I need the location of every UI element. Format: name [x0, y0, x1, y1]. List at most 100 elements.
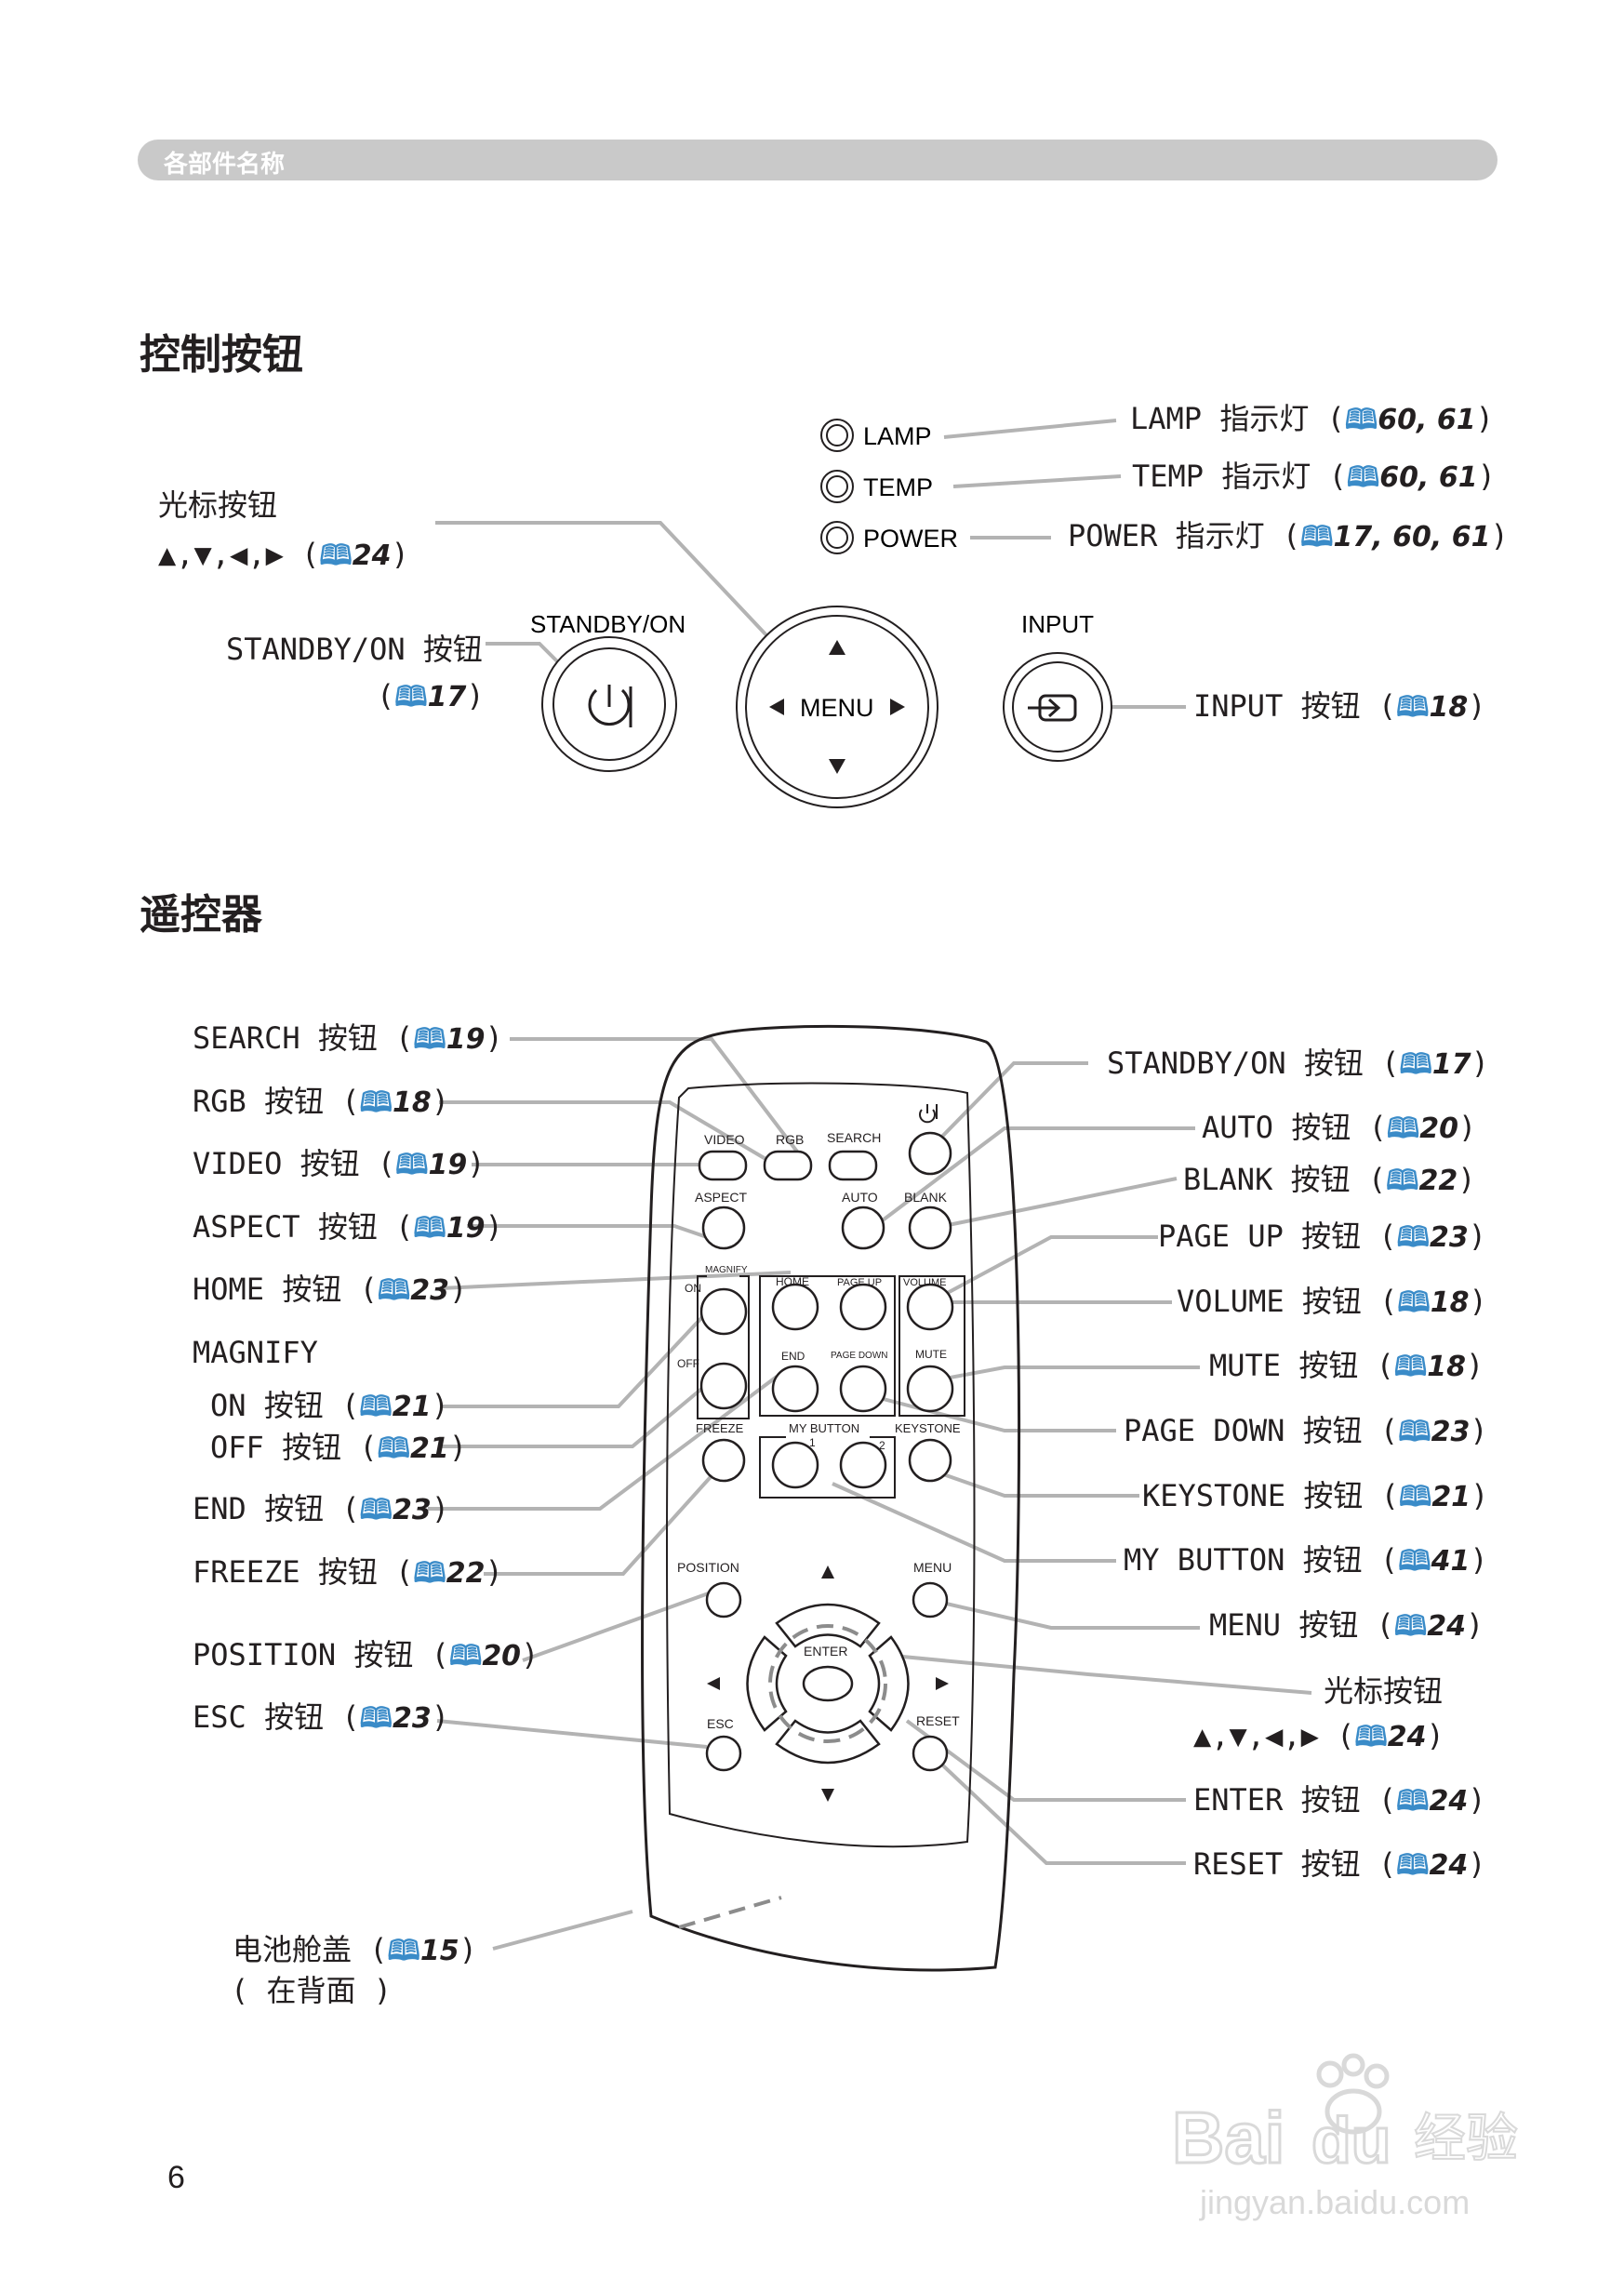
keystone-btn-label: KEYSTONE: [895, 1421, 961, 1435]
page-number: 6: [167, 2160, 185, 2195]
panel-standby-button: [541, 636, 677, 772]
position-callout: POSITION 按钮 (🕮20): [193, 1637, 539, 1672]
search-btn-label: SEARCH: [827, 1130, 881, 1145]
book-icon: 🕮: [1396, 1849, 1430, 1882]
on-label: ON: [685, 1282, 701, 1295]
my-button-label: MY BUTTON: [789, 1421, 859, 1435]
book-icon: 🕮: [413, 1023, 446, 1056]
end-btn-label: END: [781, 1350, 805, 1363]
remote-power-glyph: [919, 1104, 938, 1124]
battery-cover-mark: [678, 1896, 782, 1929]
book-icon: 🕮: [319, 540, 353, 572]
enter-callout: ENTER 按钮 (🕮24): [1193, 1782, 1486, 1818]
remote-dpad-arrows: [707, 1565, 949, 1802]
standby-callout-title: STANDBY/ON 按钮: [226, 632, 483, 667]
magnify-on-callout: ON 按钮 (🕮21): [210, 1388, 449, 1423]
remote-standby-callout: STANDBY/ON 按钮 (🕮17): [1107, 1046, 1489, 1081]
rgb-btn-label: RGB: [776, 1132, 804, 1147]
my-button-callout: MY BUTTON 按钮 (🕮41): [1124, 1542, 1488, 1578]
remote-group-frames: [697, 1275, 965, 1499]
temp-callout: TEMP 指示灯 (🕮60, 61): [1132, 459, 1496, 494]
book-icon: 🕮: [377, 1432, 410, 1465]
book-icon: 🕮: [1397, 1286, 1431, 1319]
aspect-callout: ASPECT 按钮 (🕮19): [193, 1209, 503, 1245]
end-callout: END 按钮 (🕮23): [193, 1491, 449, 1526]
reset-btn-label: RESET: [916, 1713, 960, 1728]
auto-btn-label: AUTO: [842, 1190, 878, 1205]
battery-cover-callout: 电池舱盖 (🕮15): [233, 1932, 477, 1967]
book-icon: 🕮: [359, 1086, 393, 1119]
remote-heading: 遥控器: [140, 891, 262, 939]
aspect-btn-label: ASPECT: [695, 1190, 747, 1205]
remote-cursor-title: 光标按钮: [1324, 1673, 1444, 1709]
remote-body: [641, 1024, 1021, 1972]
standby-callout: (🕮17): [377, 678, 485, 713]
reset-callout: RESET 按钮 (🕮24): [1193, 1846, 1486, 1882]
book-icon: 🕮: [1386, 1165, 1419, 1197]
remote-dpad: [746, 1603, 910, 1765]
lamp-callout: LAMP 指示灯 (🕮60, 61): [1130, 401, 1494, 436]
blank-btn-label: BLANK: [904, 1190, 948, 1205]
my-button-2-label: 2: [879, 1439, 885, 1452]
menu-panel-label: MENU: [800, 694, 874, 722]
lamp-indicator-label: LAMP: [863, 422, 932, 450]
book-icon: 🕮: [377, 1274, 411, 1307]
book-icon: 🕮: [1354, 1721, 1388, 1753]
svg-text:du: du: [1311, 2104, 1391, 2177]
input-callout: INPUT 按钮 (🕮18): [1193, 688, 1486, 724]
volume-btn-label: VOLUME: [903, 1277, 946, 1288]
panel-indicators: [820, 419, 854, 554]
blank-callout: BLANK 按钮 (🕮22): [1183, 1162, 1476, 1197]
book-icon: 🕮: [387, 1935, 420, 1967]
power-indicator-label: POWER: [863, 525, 958, 553]
cursor-callout: ▲,▼,◀,▶ (🕮24): [158, 537, 409, 572]
mute-btn-label: MUTE: [915, 1348, 947, 1361]
book-icon: 🕮: [359, 1494, 393, 1526]
book-icon: 🕮: [413, 1557, 446, 1590]
baidu-watermark-logo: Bai du 经验 jingyan.baidu.com: [1171, 2053, 1519, 2221]
book-icon: 🕮: [1396, 1221, 1431, 1254]
mute-callout: MUTE 按钮 (🕮18): [1209, 1348, 1484, 1383]
freeze-btn-label: FREEZE: [696, 1421, 744, 1435]
book-icon: 🕮: [395, 1149, 429, 1181]
book-icon: 🕮: [359, 1391, 393, 1423]
page-up-callout: PAGE UP 按钮 (🕮23): [1158, 1219, 1487, 1254]
svg-text:Bai: Bai: [1172, 2097, 1285, 2178]
header-title: 各部件名称: [164, 151, 286, 179]
cursor-callout-title: 光标按钮: [158, 487, 278, 523]
enter-btn-label: ENTER: [804, 1644, 847, 1659]
volume-callout: VOLUME 按钮 (🕮18): [1177, 1284, 1487, 1319]
magnify-label: MAGNIFY: [705, 1265, 748, 1275]
panel-menu-arrows: [769, 640, 905, 774]
book-icon: 🕮: [1398, 1416, 1431, 1448]
panel-menu-button: [736, 606, 938, 808]
standby-panel-label: STANDBY/ON: [530, 610, 686, 638]
book-icon: 🕮: [1344, 404, 1378, 436]
book-icon: 🕮: [1393, 1351, 1428, 1383]
book-icon: 🕮: [359, 1702, 393, 1735]
keystone-callout: KEYSTONE 按钮 (🕮21): [1142, 1478, 1489, 1513]
book-icon: 🕮: [1399, 1048, 1432, 1081]
home-callout: HOME 按钮 (🕮23): [193, 1272, 468, 1307]
page-up-btn-label: PAGE UP: [837, 1277, 882, 1288]
auto-callout: AUTO 按钮 (🕮20): [1202, 1110, 1477, 1145]
magnify-callout: MAGNIFY: [193, 1335, 318, 1370]
book-icon: 🕮: [1398, 1545, 1431, 1578]
input-panel-label: INPUT: [1021, 610, 1094, 638]
page-down-callout: PAGE DOWN 按钮 (🕮23): [1124, 1413, 1488, 1448]
panel-input-button: [1003, 652, 1112, 762]
leader-lines: [428, 419, 1312, 1951]
remote-buttons: [698, 1131, 954, 1772]
menu-btn-label: MENU: [913, 1560, 952, 1575]
menu-callout: MENU 按钮 (🕮24): [1209, 1607, 1484, 1643]
battery-cover-note: ( 在背面 ): [231, 1973, 393, 2008]
remote-cursor-callout: ▲,▼,◀,▶ (🕮24): [1193, 1718, 1444, 1753]
book-icon: 🕮: [448, 1640, 483, 1672]
magnify-off-callout: OFF 按钮 (🕮21): [210, 1430, 467, 1465]
svg-text:经验: 经验: [1414, 2109, 1518, 2167]
off-label: OFF: [677, 1357, 699, 1370]
rgb-callout: RGB 按钮 (🕮18): [193, 1084, 449, 1119]
power-callout: POWER 指示灯 (🕮17, 60, 61): [1068, 518, 1509, 553]
home-btn-label: HOME: [776, 1275, 809, 1288]
